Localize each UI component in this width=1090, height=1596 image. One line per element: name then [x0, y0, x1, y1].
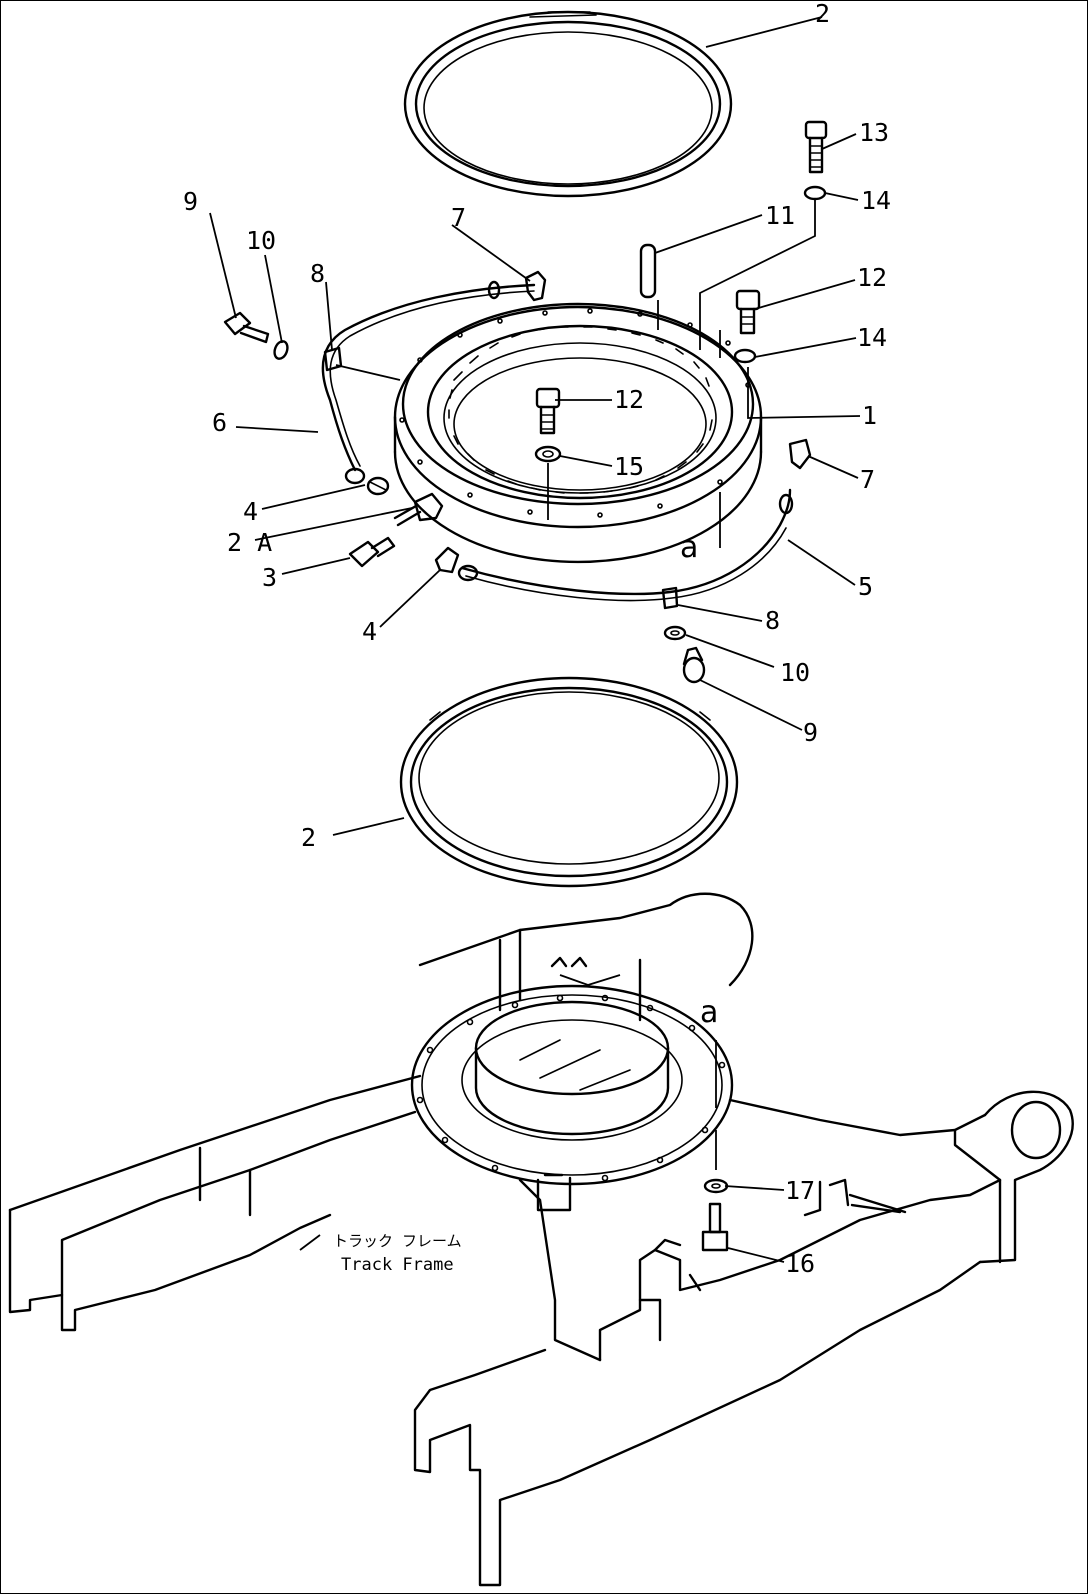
label-13: 13	[859, 118, 889, 147]
bolt-13	[804, 120, 828, 174]
track-frame-caption-jp: トラック フレーム	[333, 1232, 462, 1250]
label-3: 3	[262, 563, 277, 592]
seal-ring-bottom	[399, 676, 739, 888]
label-11: 11	[765, 201, 795, 230]
label-4-upper: 4	[243, 497, 258, 526]
label-seal-top: 2	[815, 0, 830, 28]
label-9-lower: 9	[803, 718, 818, 747]
bolt-9-lower	[682, 646, 706, 684]
washer-10-lower	[663, 625, 687, 641]
washer-10-left	[273, 340, 289, 360]
elbow-fitting-7-right	[788, 438, 812, 470]
bolt-12-right	[735, 289, 761, 335]
washer-15	[534, 445, 562, 463]
label-7-top: 7	[451, 203, 466, 232]
label-17: 17	[785, 1176, 815, 1205]
label-12-center: 12	[614, 385, 644, 414]
label-2A: 2 A	[227, 528, 272, 557]
track-frame	[8, 892, 1074, 1587]
label-16: 16	[785, 1249, 815, 1278]
label-7-right: 7	[860, 465, 875, 494]
washer-17	[703, 1178, 729, 1194]
label-14-top: 14	[861, 186, 891, 215]
label-9-left: 9	[183, 187, 198, 216]
fitting-2A	[393, 492, 444, 527]
track-frame-caption-en: Track Frame	[341, 1255, 454, 1275]
label-seal-bottom: 2	[301, 823, 316, 852]
label-10-left: 10	[246, 226, 276, 255]
label-10-lower: 10	[780, 658, 810, 687]
clip-8-lower	[661, 586, 679, 610]
label-1: 1	[862, 401, 877, 430]
washer-14-mid	[733, 348, 757, 364]
bolt-12-center	[535, 387, 561, 435]
ref-a-upper: a	[680, 530, 698, 565]
frame-bolt-holes	[416, 994, 726, 1182]
callout-labels: 2 13 14 11 12 14 1 12 15 7 a 5 8 10 9 7 …	[183, 0, 891, 1278]
label-15: 15	[614, 452, 644, 481]
label-4-lower: 4	[362, 617, 377, 646]
label-5: 5	[858, 572, 873, 601]
elbow-fitting-7-top	[524, 270, 547, 302]
label-8-lower: 8	[765, 606, 780, 635]
fitting-4-lower	[434, 546, 460, 574]
label-12-right: 12	[857, 263, 887, 292]
washer-14-top	[803, 185, 827, 201]
bolt-16	[701, 1202, 729, 1252]
grease-nipple-3	[348, 536, 396, 568]
dowel-pin-11	[639, 243, 657, 299]
clip-8-left	[323, 346, 343, 372]
fitting-4-upper	[366, 476, 390, 496]
ref-a-lower: a	[700, 995, 718, 1030]
leader-lines	[209, 16, 861, 1263]
bearing-bolt-holes	[399, 308, 751, 518]
grease-tube-6	[321, 280, 536, 485]
label-8-left: 8	[310, 259, 325, 288]
label-6: 6	[212, 408, 227, 437]
seal-ring-top	[403, 10, 733, 198]
label-14-mid: 14	[857, 323, 887, 352]
bolt-9-left	[223, 311, 270, 344]
grease-tube-5	[457, 488, 794, 602]
swing-circle-bearing	[393, 302, 763, 564]
